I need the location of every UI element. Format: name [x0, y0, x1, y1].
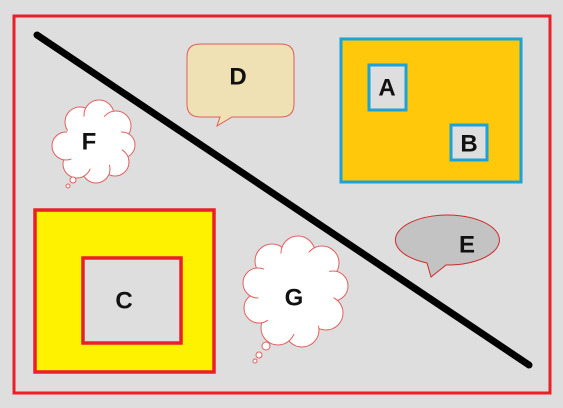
label-g: G	[285, 285, 304, 312]
diagonal-line	[33, 31, 533, 369]
label-f: F	[82, 129, 97, 156]
label-d: D	[229, 64, 246, 91]
box-c: C	[81, 256, 183, 345]
label-a: A	[378, 75, 395, 102]
label-b: B	[460, 131, 477, 158]
label-e: E	[459, 232, 475, 259]
thought-cloud-f: F	[51, 99, 136, 189]
box-a: A	[367, 63, 408, 112]
speech-bubble-d: D	[186, 43, 295, 128]
box-b: B	[449, 123, 489, 162]
speech-bubble-e: E	[394, 214, 500, 278]
label-c: C	[115, 288, 132, 315]
thought-cloud-g: G	[242, 235, 349, 364]
